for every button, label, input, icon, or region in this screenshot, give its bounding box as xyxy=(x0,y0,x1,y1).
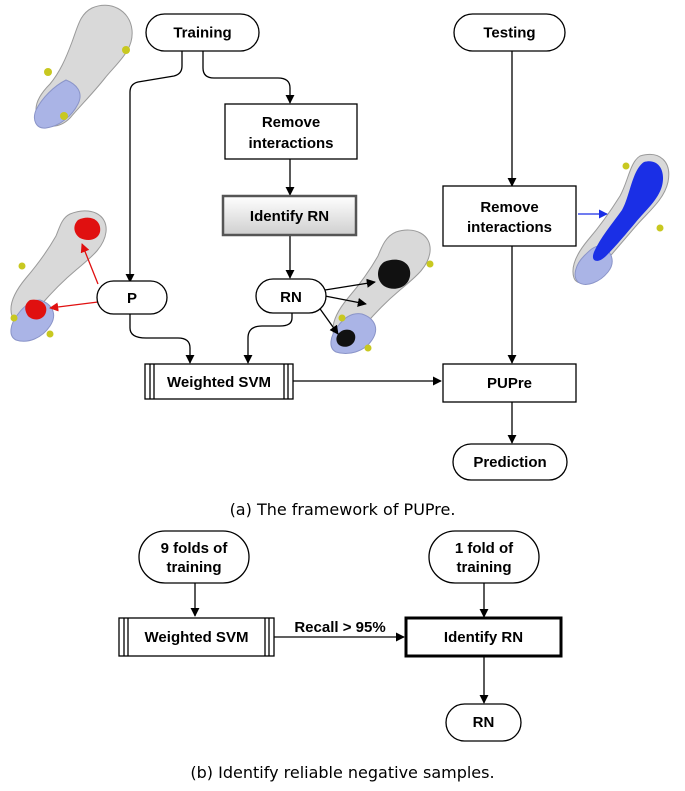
node-training[interactable]: Training xyxy=(145,13,260,52)
caption-panel-b: (b) Identify reliable negative samples. xyxy=(190,763,494,782)
edge-training-to-p xyxy=(125,50,183,283)
edge-rn-to-protein-2 xyxy=(324,295,367,307)
node-one-fold-line1: 1 fold of xyxy=(455,540,514,557)
edge-p-to-red-site-1 xyxy=(80,243,99,285)
edge-label-recall: Recall > 95% xyxy=(294,619,385,636)
node-identify-rn-label: Identify RN xyxy=(250,208,329,225)
node-remove-right-line1: Remove xyxy=(480,199,538,216)
highlight-arrows xyxy=(49,209,608,312)
node-nine-folds[interactable]: 9 folds of training xyxy=(138,530,250,584)
node-nine-folds-line1: 9 folds of xyxy=(161,540,229,557)
node-p[interactable]: P xyxy=(96,280,168,315)
node-one-fold[interactable]: 1 fold of training xyxy=(428,530,540,584)
node-testing[interactable]: Testing xyxy=(453,13,566,52)
node-nine-folds-line2: training xyxy=(167,559,222,576)
node-pupre[interactable]: PUPre xyxy=(442,363,577,403)
node-identify-rn[interactable]: Identify RN xyxy=(221,194,358,237)
protein-structure-positive xyxy=(10,210,107,342)
caption-panel-a: (a) The framework of PUPre. xyxy=(230,500,456,519)
protein-structure-testing xyxy=(572,154,670,285)
node-remove-interactions-right[interactable]: Remove interactions xyxy=(442,185,577,247)
node-rn[interactable]: RN xyxy=(255,278,327,314)
edge-rn-to-svm xyxy=(243,312,293,364)
protein-structure-top-left xyxy=(33,4,133,129)
node-p-label: P xyxy=(127,290,137,307)
node-prediction-label: Prediction xyxy=(473,454,546,471)
node-identify-rn-b[interactable]: Identify RN xyxy=(404,616,563,658)
node-testing-label: Testing xyxy=(483,25,535,42)
node-weighted-svm-b-label: Weighted SVM xyxy=(145,629,249,646)
edge-rn-to-protein-3 xyxy=(317,305,339,335)
node-weighted-svm-b[interactable]: Weighted SVM xyxy=(118,617,275,657)
node-rn-b[interactable]: RN xyxy=(445,703,522,742)
node-rn-b-label: RN xyxy=(473,714,495,731)
node-weighted-svm[interactable]: Weighted SVM xyxy=(144,363,294,400)
edge-rn-to-protein-1 xyxy=(324,278,376,291)
node-one-fold-line2: training xyxy=(457,559,512,576)
node-remove-left-line1: Remove xyxy=(262,114,320,131)
panel-b-edges xyxy=(190,582,489,704)
node-weighted-svm-label: Weighted SVM xyxy=(167,374,271,391)
node-remove-left-line2: interactions xyxy=(248,135,333,152)
node-rn-label: RN xyxy=(280,289,302,306)
node-identify-rn-b-label: Identify RN xyxy=(444,629,523,646)
node-remove-interactions-left[interactable]: Remove interactions xyxy=(224,103,358,160)
protein-structure-negative xyxy=(330,229,434,354)
edge-training-to-remove xyxy=(202,50,295,104)
panel-a-edges xyxy=(125,50,517,444)
node-remove-right-line2: interactions xyxy=(467,219,552,236)
node-prediction[interactable]: Prediction xyxy=(452,443,568,481)
node-training-label: Training xyxy=(173,25,231,42)
node-pupre-label: PUPre xyxy=(487,375,532,392)
edge-p-to-red-site-2 xyxy=(49,301,99,312)
edge-p-to-svm xyxy=(129,312,195,364)
